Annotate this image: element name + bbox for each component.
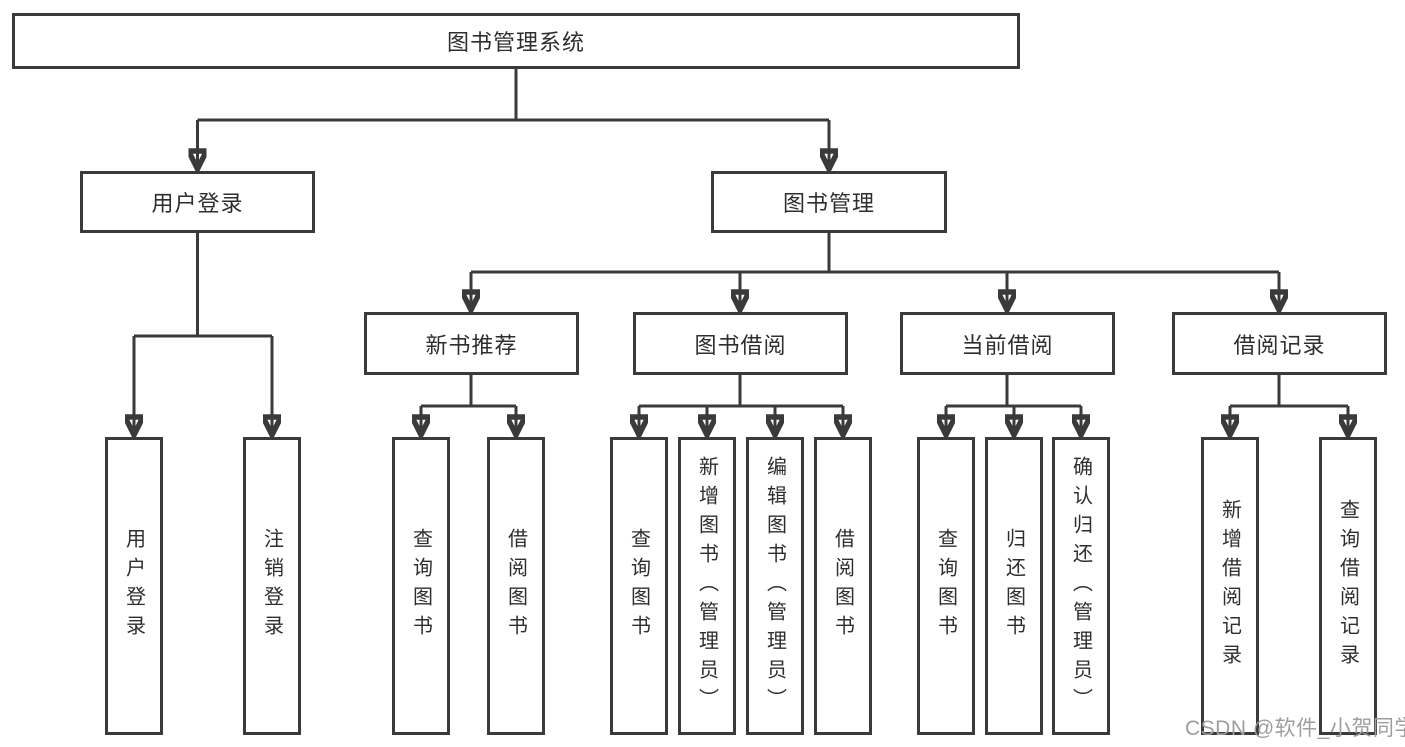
- connector-current-borrow: [946, 375, 1081, 408]
- connector-book-borrow: [639, 375, 843, 408]
- node-leaf-bb-add-books-admin: 新增图书（管理员）: [678, 437, 736, 735]
- node-leaf-nb-borrow-books: 借阅图书: [487, 437, 545, 735]
- node-leaf-br-add-record: 新增借阅记录: [1201, 437, 1259, 735]
- node-leaf-logout: 注销登录: [243, 437, 301, 735]
- connector-root: [197, 69, 829, 122]
- node-borrow-records: 借阅记录: [1172, 312, 1387, 375]
- node-root: 图书管理系统: [12, 13, 1020, 69]
- connector-user-login: [134, 233, 272, 338]
- connector-new-books: [421, 375, 516, 408]
- node-leaf-user-login: 用户登录: [105, 437, 163, 735]
- node-book-borrow: 图书借阅: [633, 312, 848, 375]
- node-leaf-cb-query-books: 查询图书: [917, 437, 975, 735]
- node-current-borrow: 当前借阅: [900, 312, 1115, 375]
- node-leaf-bb-borrow-books: 借阅图书: [814, 437, 872, 735]
- connector-book-mgmt: [471, 233, 1279, 274]
- watermark: CSDN @软件_小贺同学: [1185, 717, 1405, 740]
- node-user-login: 用户登录: [80, 171, 315, 233]
- node-book-mgmt: 图书管理: [711, 171, 947, 233]
- connector-borrow-records: [1230, 375, 1348, 408]
- node-new-books: 新书推荐: [364, 312, 579, 375]
- node-leaf-cb-confirm-return-admin: 确认归还（管理员）: [1052, 437, 1110, 735]
- node-leaf-cb-return-books: 归还图书: [985, 437, 1043, 735]
- node-leaf-bb-edit-books-admin: 编辑图书（管理员）: [746, 437, 804, 735]
- node-leaf-nb-query-books: 查询图书: [392, 437, 450, 735]
- node-leaf-bb-query-books: 查询图书: [610, 437, 668, 735]
- node-leaf-br-query-record: 查询借阅记录: [1319, 437, 1377, 735]
